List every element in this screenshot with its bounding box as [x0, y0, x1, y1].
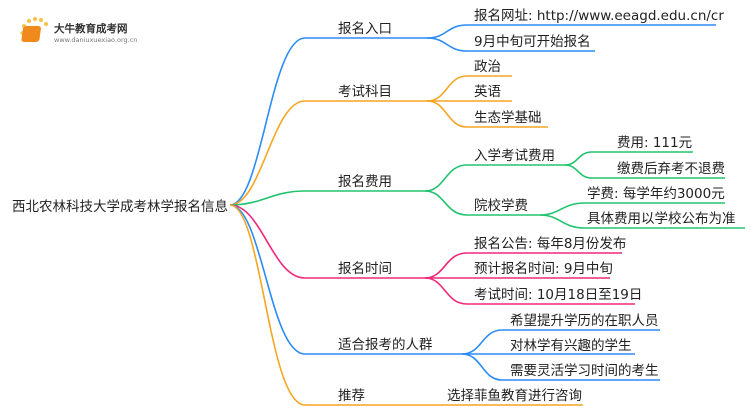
branch-audience: 适合报考的人群: [338, 337, 433, 353]
logo-title: 大牛教育成考网: [54, 22, 128, 35]
leaf-recommend: 选择菲鱼教育进行咨询: [447, 387, 582, 404]
leaf-line: [539, 202, 725, 216]
sub-branch-tuition: 院校学费: [474, 197, 528, 214]
leaf-line: [426, 37, 595, 52]
branch-line-recommend: [229, 204, 583, 406]
leaf-time: 考试时间: 10月18日至19日: [474, 287, 642, 303]
branch-line-subjects: [229, 100, 427, 206]
leaf-fee: 缴费后弃考不退费: [617, 161, 725, 177]
leaf-line: [424, 252, 622, 279]
leaf-line: [564, 164, 725, 179]
branch-line-entry: [229, 37, 427, 206]
leaf-line: [426, 24, 716, 39]
leaf-line: [564, 151, 693, 166]
branch-line-time: [229, 204, 425, 279]
leaf-audience: 希望提升学历的在职人员: [510, 313, 659, 329]
sub-branch-line: [424, 164, 565, 192]
leaf-fee: 学费: 每学年约3000元: [587, 186, 725, 202]
root-node: 西北农林科技大学成考林学报名信息: [12, 198, 228, 215]
leaf-entry-date: 9月中旬可开始报名: [474, 34, 591, 50]
leaf-fee: 具体费用以学校公布为准: [587, 210, 736, 227]
book-icon: [21, 26, 41, 42]
branch-recommend: 推荐: [338, 388, 365, 404]
sub-branch-exam-fee: 入学考试费用: [474, 148, 555, 164]
leaf-audience: 对林学有兴趣的学生: [510, 338, 632, 354]
leaf-line: [426, 100, 548, 128]
leaf-subject: 政治: [474, 59, 501, 75]
leaf-time: 预计报名时间: 9月中旬: [474, 261, 613, 277]
leaf-fee: 费用: 111元: [617, 135, 692, 151]
branch-line-audience: [229, 204, 462, 355]
leaf-entry-url: 报名网址: http://www.eeagd.edu.cn/cr: [474, 8, 724, 24]
branch-line-fees: [229, 190, 425, 206]
leaf-subject: 生态学基础: [474, 109, 542, 126]
branch-fees: 报名费用: [338, 174, 392, 190]
sub-branch-line: [424, 190, 540, 216]
leaf-time: 报名公告: 每年8月份发布: [474, 236, 626, 252]
branch-subjects: 考试科目: [338, 84, 392, 100]
logo: 大牛教育成考网 www.daniuxuexiao.org.cn: [20, 17, 137, 44]
leaf-line: [461, 329, 660, 355]
leaf-subject: 英语: [474, 83, 501, 100]
branch-time: 报名时间: [338, 261, 392, 277]
leaf-line: [426, 75, 512, 102]
logo-url: www.daniuxuexiao.org.cn: [54, 36, 137, 44]
leaf-line: [461, 353, 660, 381]
leaf-audience: 需要灵活学习时间的考生: [510, 363, 659, 379]
branch-entry: 报名入口: [338, 21, 392, 37]
leaf-line: [424, 277, 635, 305]
leaf-line: [539, 214, 745, 229]
